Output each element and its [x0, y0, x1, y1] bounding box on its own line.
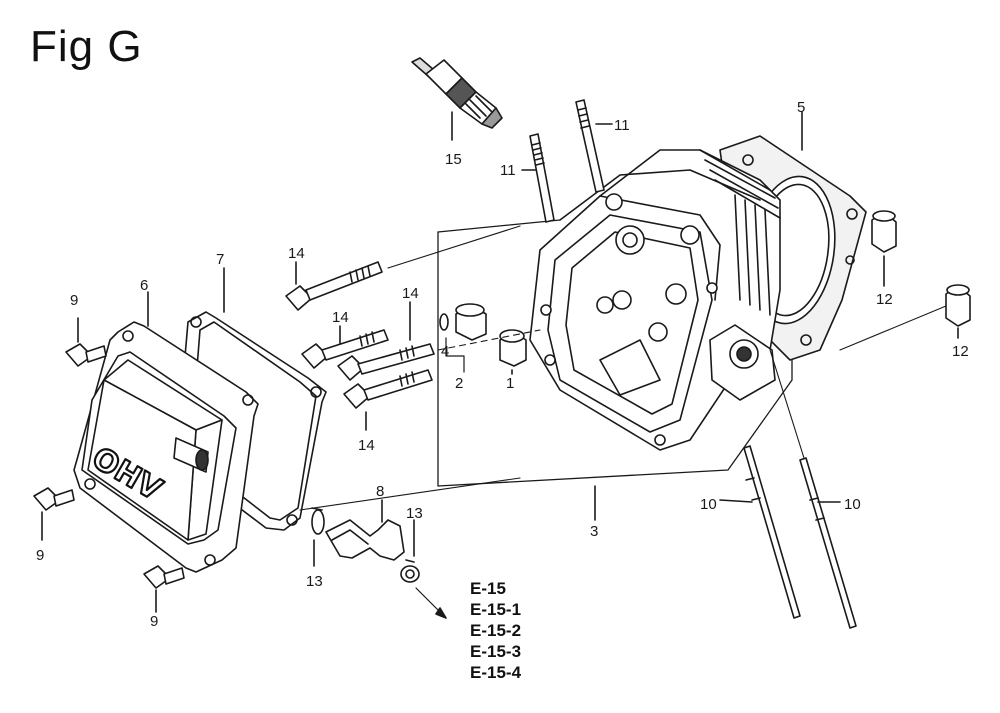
callout-13-right: 13 [406, 505, 423, 522]
callout-14-bottom: 14 [358, 437, 375, 454]
stud-11-left [529, 133, 555, 223]
tube-clamp-13-right [400, 559, 420, 583]
bolt-14-long-top [285, 261, 383, 311]
reference-item[interactable]: E-15-1 [470, 600, 522, 619]
rocker-cover: OHV [73, 321, 259, 573]
callout-1: 1 [506, 375, 514, 392]
callout-9-top: 9 [70, 292, 78, 309]
dowel-pin-12-lower [945, 284, 971, 327]
reference-item[interactable]: E-15-2 [470, 621, 522, 640]
callout-9-left: 9 [36, 547, 44, 564]
reference-list: E-15 E-15-1 E-15-2 E-15-3 E-15-4 [470, 578, 521, 683]
bolt-14-mid2 [337, 343, 435, 381]
spark-plug [411, 57, 503, 129]
push-rod-left [743, 445, 801, 619]
reference-item[interactable]: E-15-3 [470, 642, 522, 661]
valve-rotator-1 [499, 329, 527, 367]
callout-5: 5 [797, 99, 805, 116]
breather-tube [325, 519, 405, 561]
callout-8: 8 [376, 483, 384, 500]
callout-9-bottom: 9 [150, 613, 158, 630]
callout-3: 3 [590, 523, 598, 540]
callout-11-left: 11 [500, 162, 516, 179]
leader-10a [719, 499, 753, 503]
callout-13-left: 13 [306, 573, 323, 590]
stud-11-right [575, 99, 605, 193]
callout-6: 6 [140, 277, 148, 294]
callout-14-right: 14 [402, 285, 419, 302]
cover-bolt-9-bottom [143, 565, 185, 589]
reference-item[interactable]: E-15-4 [470, 663, 522, 682]
callout-14-mid: 14 [332, 309, 349, 326]
callout-7: 7 [216, 251, 224, 268]
callout-10-left: 10 [700, 496, 717, 513]
valve-collet-2 [455, 303, 487, 341]
dowel-pin-12-upper [871, 210, 897, 253]
cover-bolt-9-left [33, 487, 75, 511]
callout-10-right: 10 [844, 496, 861, 513]
bolt-14-mid [301, 329, 389, 369]
callout-15: 15 [445, 151, 462, 168]
cylinder-head [529, 149, 781, 451]
push-rod-right [799, 457, 857, 629]
callout-4: 4 [441, 343, 449, 360]
bolt-14-bottom [343, 369, 433, 409]
callout-14-top: 14 [288, 245, 305, 262]
callout-12-upper: 12 [876, 291, 893, 308]
callout-2: 2 [455, 375, 463, 392]
tube-clamp-13-left [311, 507, 325, 535]
figure-title: Fig G [30, 22, 143, 71]
callout-11-right: 11 [614, 117, 630, 134]
cover-bolt-9-top [65, 343, 107, 367]
callout-12-lower: 12 [952, 343, 969, 360]
reference-item[interactable]: E-15 [470, 579, 506, 598]
washer-4 [439, 313, 449, 331]
leader-12-line [839, 305, 947, 351]
